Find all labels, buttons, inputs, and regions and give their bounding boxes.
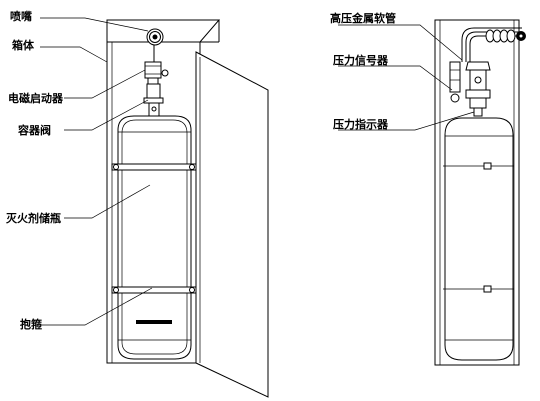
label-container-valve: 容器阀	[17, 123, 51, 137]
left-leaders	[40, 17, 153, 326]
label-pressure-indicator: 压力指示器	[333, 117, 389, 131]
side-valve-assembly	[465, 61, 491, 109]
hoop-upper	[111, 163, 197, 171]
right-leaders	[338, 24, 475, 131]
agent-cylinder	[117, 115, 192, 360]
label-pressure-signaler: 压力信号器	[333, 53, 389, 67]
label-solenoid-actuator: 电磁启动器	[8, 91, 64, 105]
high-pressure-hose	[461, 27, 526, 62]
container-valve	[143, 83, 164, 117]
hose-coil	[485, 29, 526, 43]
label-high-pressure-hose: 高压金属软管	[330, 11, 396, 25]
nozzle	[146, 28, 164, 46]
pressure-signaler	[449, 61, 461, 103]
solenoid-actuator	[144, 61, 169, 85]
label-nozzle: 喷嘴	[10, 9, 32, 23]
label-hoop: 抱箍	[20, 317, 42, 331]
label-agent-cylinder: 灭火剂储瓶	[5, 211, 61, 225]
label-cabinet: 箱体	[12, 38, 35, 52]
cabinet-door	[195, 51, 269, 398]
side-cylinder	[443, 117, 514, 361]
hoop-lower	[111, 286, 197, 294]
